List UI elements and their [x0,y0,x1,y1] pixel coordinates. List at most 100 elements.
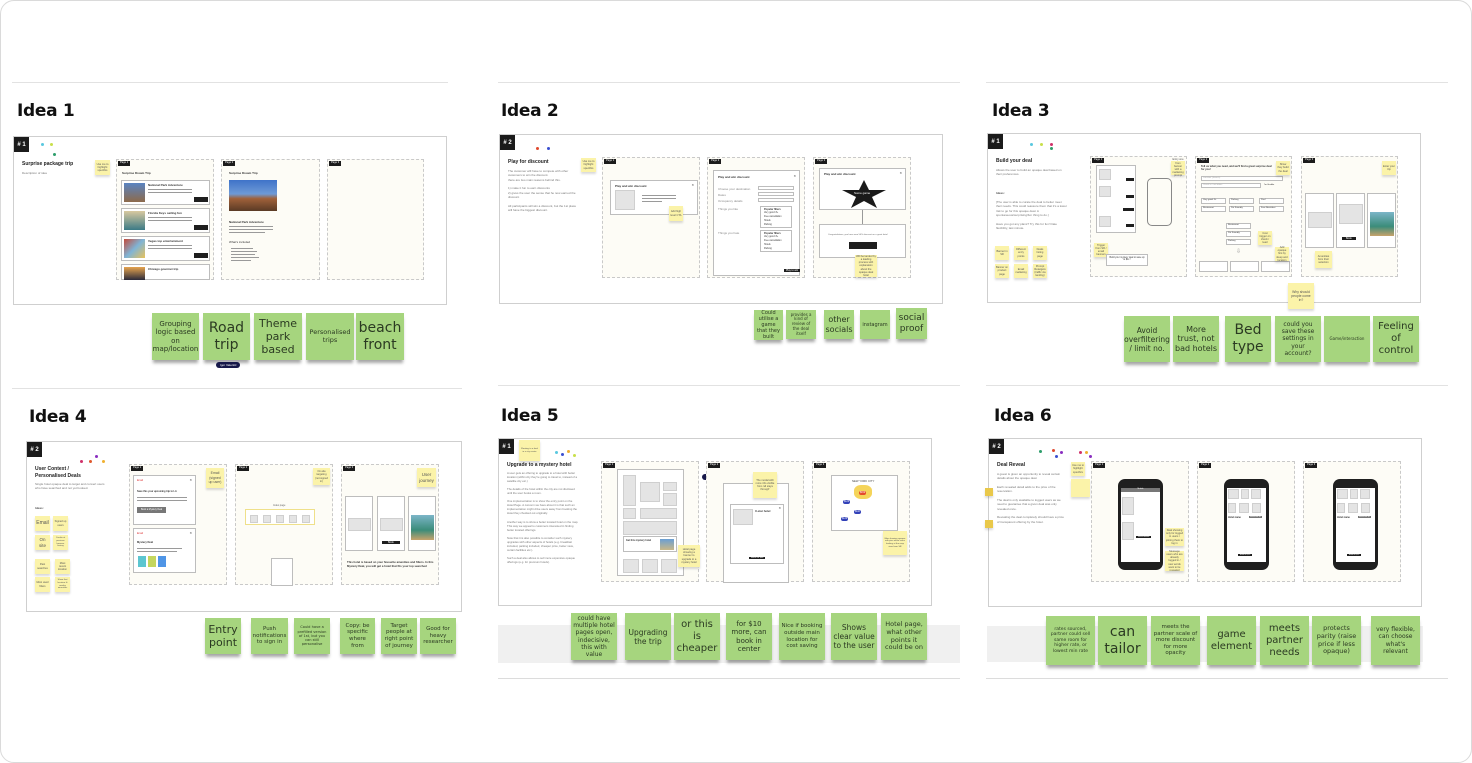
claim-prize-button[interactable] [849,242,877,249]
green-sticky-note[interactable]: Good for heavy researcher [420,618,456,654]
filter-chip[interactable]: Free Breakfast [1259,206,1284,212]
green-sticky-note[interactable]: protects parity (raise price if less opa… [1312,616,1361,665]
page-1-wireframe[interactable]: Page 1 Play and win discount ✕ Add high … [602,157,700,278]
game-modal[interactable]: Play and win discount ✕ Some game [819,168,906,210]
idea-2-frame[interactable]: # 2 Play for discount The customer will … [499,134,943,304]
green-sticky-note[interactable]: could you save these settings in your ac… [1275,316,1321,362]
checkbox[interactable]: Very good: 8+ [764,212,779,214]
yellow-sticky-note[interactable]: Message users who are already logged in … [1165,549,1184,573]
yellow-sticky-note[interactable]: Map showing opaque rate pins when users … [883,531,907,555]
page-2-wireframe[interactable]: Page 2 Tell us what you need, and we'll … [1195,156,1292,277]
page-3-wireframe[interactable]: Page 3 Hotel name Reveal for $5 Book for… [1303,461,1401,582]
green-sticky-note[interactable]: rates sourced, partner could sell same r… [1046,616,1095,665]
green-sticky-note[interactable]: Push notifications to sign in [251,618,288,654]
occupancy-input[interactable] [758,198,794,202]
modal[interactable]: Play and win discount ✕ [610,180,698,215]
yellow-sticky-note[interactable] [985,520,993,528]
deal-card[interactable]: Book [1336,193,1365,248]
location-input[interactable]: Location (Search) [1201,176,1283,181]
result-card[interactable] [1261,261,1290,272]
filter-chip[interactable]: Pet Friendly [1229,206,1254,212]
book-mystery-deal-button[interactable]: Book a Mystery Deal [137,507,167,513]
checkbox[interactable]: Parking [764,224,772,226]
checkbox[interactable]: Hotels [764,244,771,246]
selected-chip[interactable]: Restaurant [1226,223,1251,229]
green-sticky-note[interactable]: Entry point [205,618,241,654]
green-sticky-note[interactable]: Bed type [1225,316,1271,362]
green-sticky-note[interactable]: Hotel page, what other points it could b… [881,613,927,660]
green-sticky-note[interactable]: meets the partner scale of more discount… [1151,616,1200,665]
reveal-button[interactable]: Reveal for $5 [1249,516,1262,518]
green-sticky-note[interactable]: Road trip [203,313,250,360]
checkbox[interactable]: Free cancellation [764,216,782,218]
selected-chip[interactable]: Pet Friendly [1226,231,1251,237]
price-pin[interactable]: $130 [841,517,849,521]
yellow-sticky-note[interactable]: Hotel page showing a banner to upgrade t… [678,545,700,567]
filter-chip[interactable]: Restaurant [1201,206,1226,212]
reveal-button[interactable]: Reveal for $5 [1358,516,1371,518]
hotel-modal[interactable]: X-star hotel ✕ Book for $66 [730,504,784,564]
green-sticky-note[interactable]: beach front [356,313,404,360]
yellow-sticky-note[interactable]: Signed up users [53,516,68,531]
checkbox[interactable]: Very good: 8+ [764,236,779,238]
page-2-wireframe[interactable]: Page 2 Index page On-site targeting (not… [235,464,333,586]
page-2-wireframe[interactable]: Page 2 X-star hotel ✕ Book for $66 The m… [706,461,804,583]
green-sticky-note[interactable]: Could have a prefilled version of 1st, b… [294,618,330,654]
yellow-sticky-note[interactable]: On site [35,535,50,550]
trip-card[interactable]: Florida Keys sailing fun [121,208,210,233]
hates-filter-box[interactable]: Popular filters Very good: 8+ Free cance… [760,230,792,252]
book-button[interactable]: Book for $55 [1238,554,1253,556]
green-sticky-note[interactable]: instagram [860,310,890,339]
book-button[interactable]: Book for $55 [1347,554,1362,556]
yellow-sticky-note[interactable]: Banner on product page [995,264,1009,278]
book-button[interactable] [194,197,208,202]
book-button[interactable] [194,253,208,258]
trip-card[interactable]: National Park Adventure [121,180,210,205]
yellow-sticky-note[interactable]: Enter your trip [1382,161,1396,175]
page-2-wireframe[interactable]: Page 2 Hotel name Reveal for $5 Book for… [1197,461,1295,582]
green-sticky-note[interactable]: Avoid overfiltering / limit no. [1124,316,1170,362]
close-icon[interactable]: ✕ [189,478,192,482]
index-page-carousel[interactable] [245,509,315,525]
page-3-wireframe[interactable]: Page 3 [327,159,424,280]
yellow-sticky-note[interactable]: Will be landed by a leading process with… [855,254,877,278]
green-sticky-note[interactable]: for $10 more, can book in center [726,613,772,660]
green-sticky-note[interactable]: meets partner needs [1260,616,1309,665]
yellow-sticky-note[interactable]: User journey [417,468,436,487]
checkbox[interactable]: Hotels [764,220,771,222]
close-icon[interactable]: ✕ [793,174,796,178]
close-icon[interactable]: ✕ [691,183,694,187]
yellow-sticky-note[interactable]: Past searches [35,559,50,574]
green-sticky-note[interactable]: very flexible, can choose what's relevan… [1371,616,1420,665]
dates-input[interactable] [758,192,794,196]
yellow-sticky-note[interactable]: Use me to highlight specifics [581,158,596,172]
green-sticky-note[interactable]: Shows clear value to the user [831,613,877,660]
price-pin[interactable]: $120 [843,500,851,504]
green-sticky-note[interactable]: Nice if booking outside main location fo… [779,613,825,660]
close-icon[interactable]: ✕ [189,531,192,535]
deal-card[interactable] [1305,193,1334,248]
page-3-wireframe[interactable]: Page 3 User journey Book This hotel is b… [341,464,439,585]
idea-6-frame[interactable]: # 2 Deal Reveal A guest is given an oppo… [985,438,1422,607]
deal-card[interactable] [408,496,436,551]
deal-card[interactable] [345,496,373,551]
trip-card[interactable]: Chicago gourmet trip [121,264,210,280]
yellow-sticky-note[interactable] [985,488,993,496]
yellow-sticky-note[interactable]: Deals listing page [1033,246,1047,260]
trip-card[interactable]: Vegas top entertainment [121,236,210,261]
dates-input[interactable]: Check in / out dates [1201,183,1261,188]
yellow-sticky-note[interactable]: Use me to highlight specifics [95,160,110,175]
green-sticky-note[interactable]: can tailor [1098,616,1147,665]
star-game-icon[interactable] [840,179,888,209]
yellow-sticky-note[interactable]: Deal showing only for logged in users / … [1165,528,1184,546]
green-sticky-note[interactable]: More trust, not bad hotels [1173,316,1219,362]
page-1-wireframe[interactable]: Page 1 Get this mystery hotel Hotel page… [601,461,700,582]
destination-input[interactable] [758,186,794,190]
deal-card[interactable]: Book [377,496,405,551]
result-card[interactable] [1230,261,1259,272]
price-pin[interactable]: $110 [854,510,861,514]
yellow-sticky-note[interactable]: Show they build the deal [1276,161,1290,175]
green-sticky-note[interactable]: Could utilise a game that they built [754,310,783,340]
book-button[interactable] [194,225,208,230]
